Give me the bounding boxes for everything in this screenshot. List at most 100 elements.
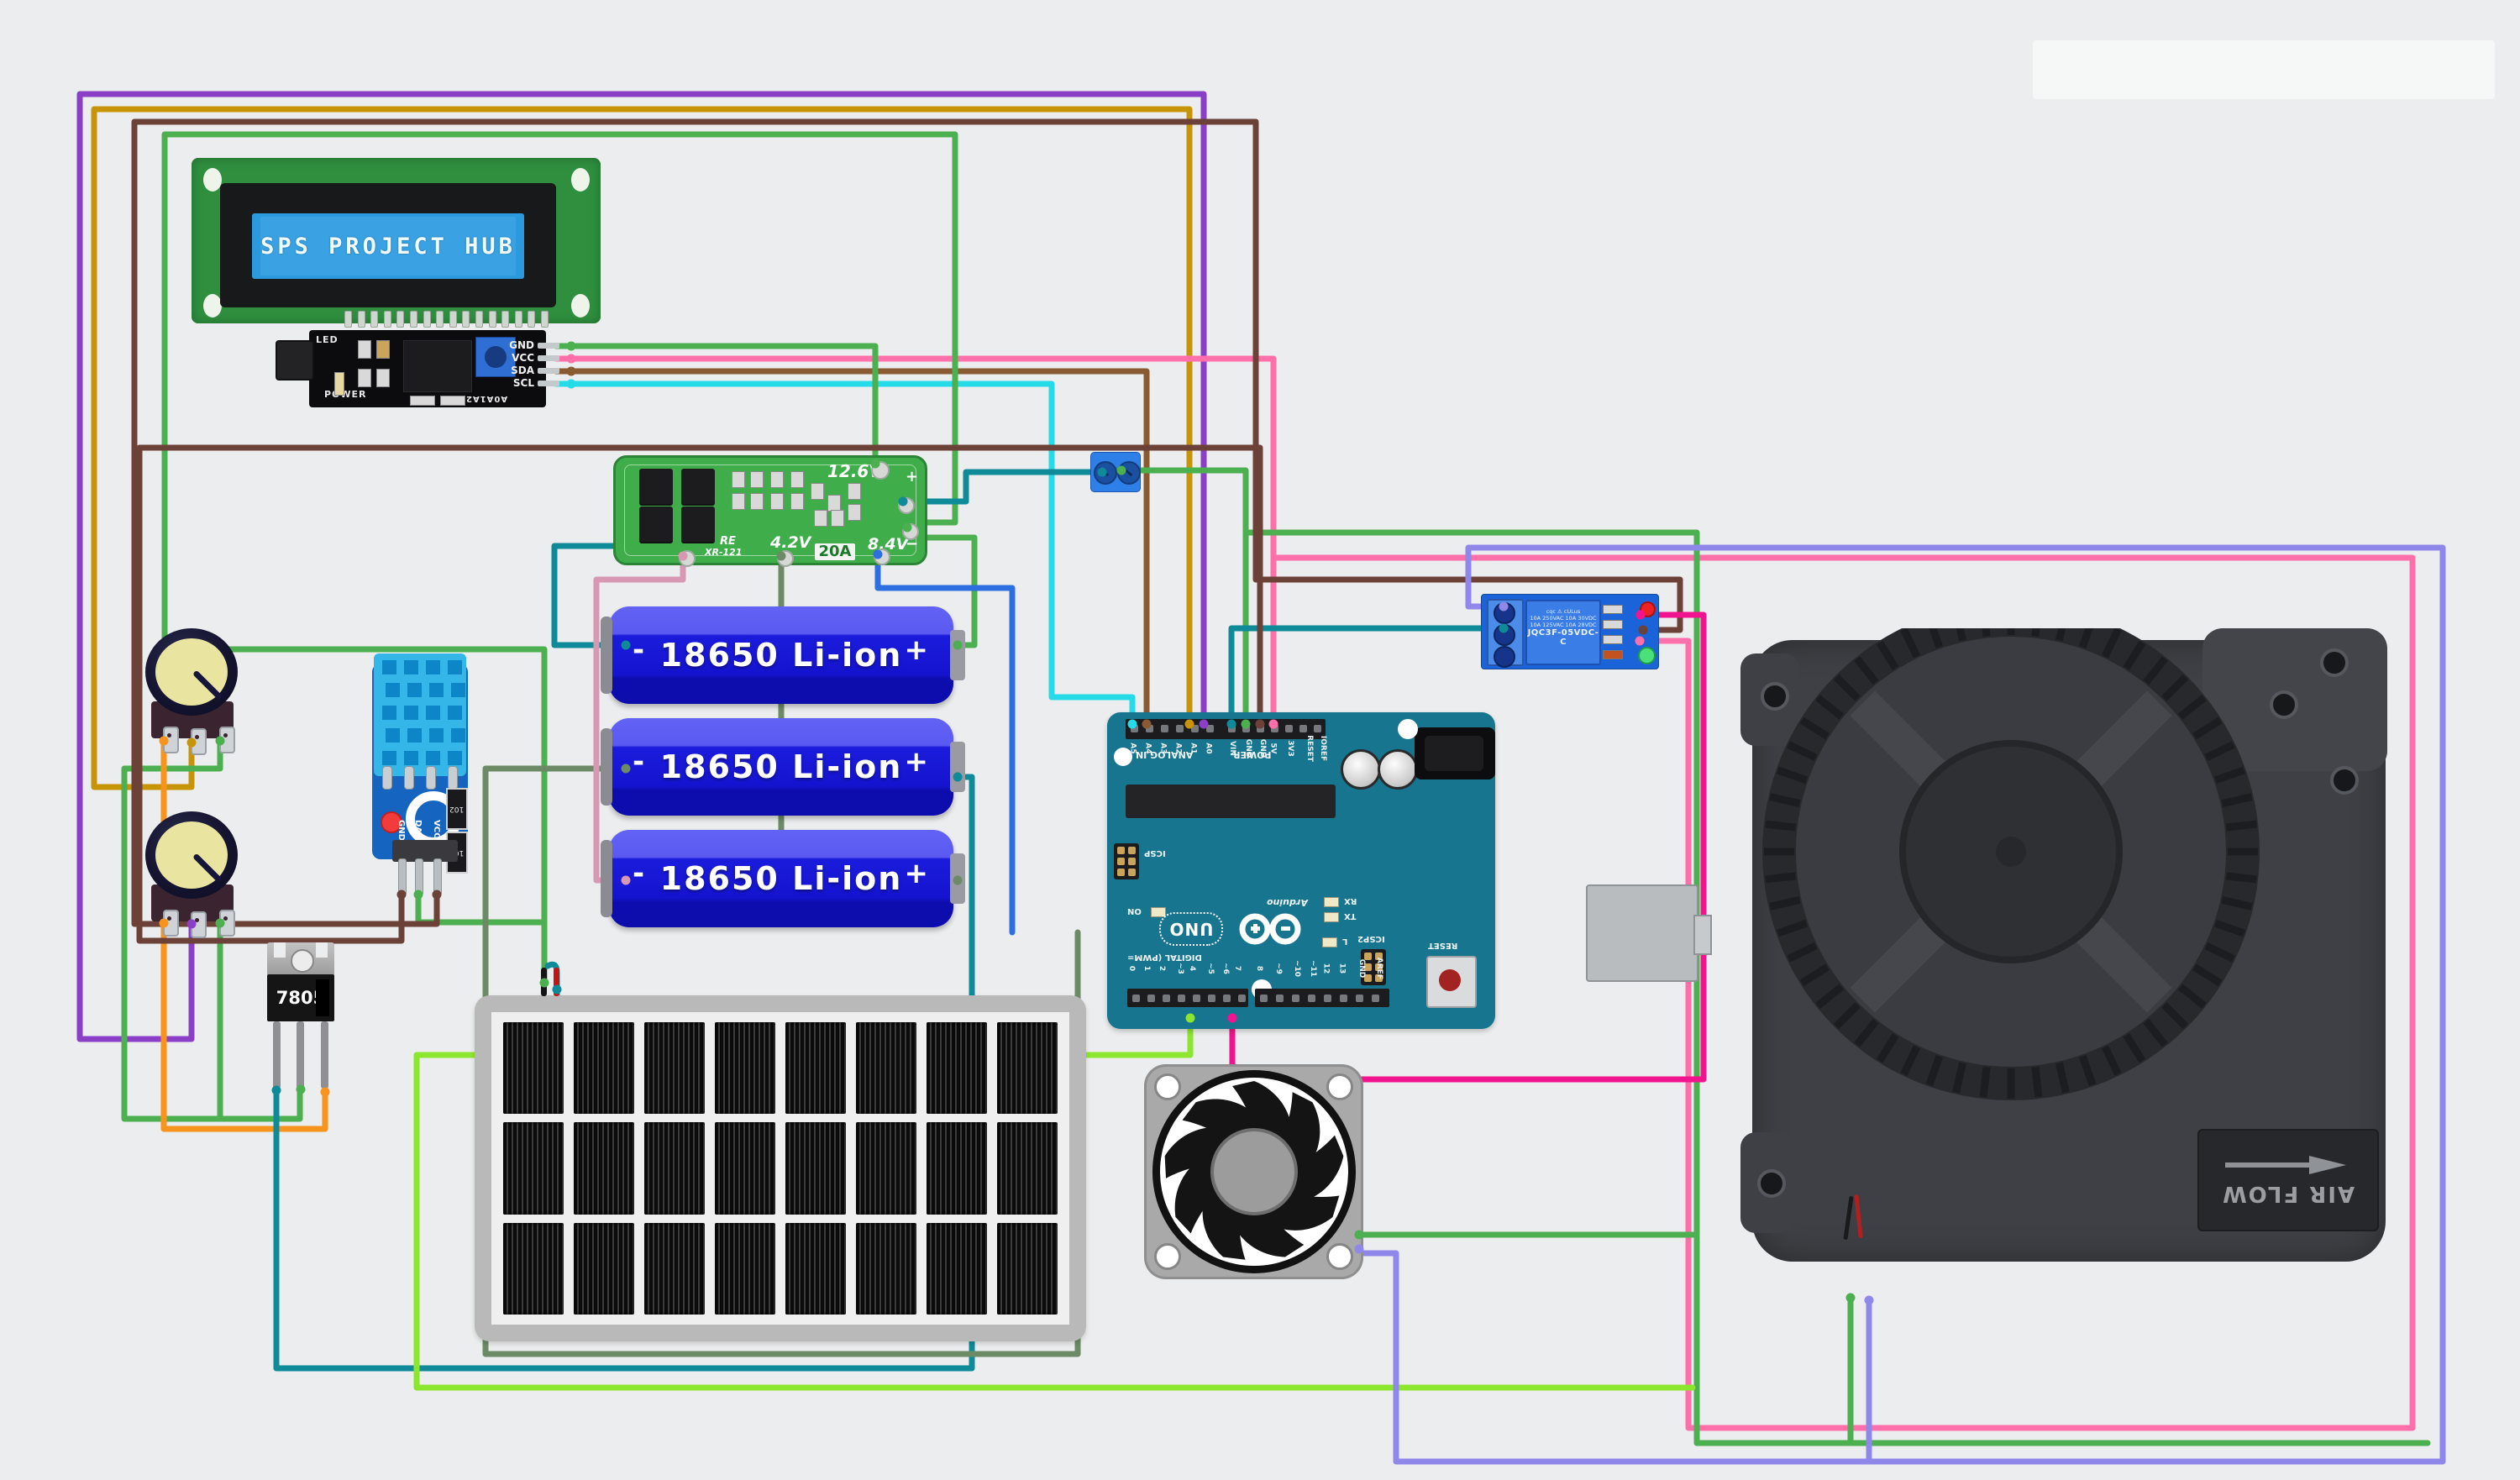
tx-label: TX xyxy=(1344,911,1357,921)
header-pin[interactable] xyxy=(1257,725,1264,732)
blower-fin xyxy=(1769,793,1801,807)
blower-spoke xyxy=(1850,690,1959,800)
header-pin[interactable] xyxy=(1260,995,1268,1002)
wire-bms-to-terminal-teal[interactable] xyxy=(900,469,1105,505)
terminal-screw[interactable] xyxy=(1094,461,1117,485)
header-pin[interactable] xyxy=(1299,725,1307,732)
contrast-trimpot[interactable] xyxy=(475,337,516,377)
pot-knob[interactable] xyxy=(145,628,238,716)
blower-fin xyxy=(1876,640,1899,670)
header-pin[interactable] xyxy=(1206,725,1214,732)
digital-header-right[interactable] xyxy=(1255,989,1389,1007)
dht11-sensor-module[interactable]: 102 102 GND DAT VCC xyxy=(372,653,468,895)
dc-power-jack[interactable] xyxy=(1415,727,1495,779)
digital-header-left[interactable] xyxy=(1127,989,1248,1007)
icsp2-header[interactable] xyxy=(1361,949,1386,985)
icsp-header[interactable] xyxy=(1114,843,1139,879)
solar-panel[interactable] xyxy=(475,995,1086,1341)
lcd-16x2-module[interactable]: SPS PROJECT HUB xyxy=(192,158,601,328)
blower-fan[interactable]: AIR FLOW xyxy=(1740,628,2387,1262)
header-pin[interactable] xyxy=(1271,725,1278,732)
battery-minus: - xyxy=(633,745,645,779)
background-highlight xyxy=(2033,40,2495,99)
screw-terminal-block[interactable] xyxy=(1090,452,1141,492)
cooling-fan-small[interactable] xyxy=(1144,1064,1363,1279)
header-pin[interactable] xyxy=(1178,995,1185,1002)
battery-18650-3[interactable]: - 18650 Li-ion + xyxy=(601,830,965,927)
header-pin[interactable] xyxy=(1308,995,1315,1002)
header-pin[interactable] xyxy=(1161,725,1168,732)
wire-dht-dat-green[interactable] xyxy=(415,891,548,926)
header-pin[interactable] xyxy=(1228,725,1236,732)
header-pin[interactable] xyxy=(1163,995,1170,1002)
blower-fin xyxy=(2101,1045,2122,1076)
pot-knob[interactable] xyxy=(145,811,238,899)
dht-sensor-cell xyxy=(382,706,396,720)
solar-cell xyxy=(644,1122,705,1215)
relay-screw-com[interactable] xyxy=(1494,624,1515,646)
analog-header[interactable] xyxy=(1126,719,1228,739)
i2c-pin[interactable] xyxy=(538,355,559,361)
battery-18650-2[interactable]: - 18650 Li-ion + xyxy=(601,718,965,816)
blower-fin xyxy=(1787,741,1818,762)
header-pin[interactable] xyxy=(1276,995,1284,1002)
dht-sensor-cell xyxy=(404,660,418,674)
header-pin[interactable] xyxy=(1191,725,1199,732)
lcd-pin xyxy=(383,311,391,328)
blower-fin xyxy=(2204,741,2235,762)
on-led xyxy=(1151,907,1166,917)
blower-fin xyxy=(1876,1033,1899,1063)
header-pin[interactable] xyxy=(1340,995,1347,1002)
header-pin[interactable] xyxy=(1372,995,1379,1002)
dht-sensor-cell xyxy=(448,660,462,674)
header-pin[interactable] xyxy=(1285,725,1293,732)
arduino-uno-board[interactable]: ANALOG IN POWER ICSP ON RX TX L UNO Ardu… xyxy=(1107,712,1712,1029)
header-pin[interactable] xyxy=(1324,995,1331,1002)
capacitor xyxy=(1378,749,1418,790)
i2c-pin[interactable] xyxy=(538,343,559,349)
battery-plus: + xyxy=(904,745,929,779)
wire-terminal-to-arduino-gnd[interactable] xyxy=(1118,467,1249,727)
blower-fin xyxy=(1979,1066,1991,1098)
relay-terminal-block[interactable] xyxy=(1487,599,1524,668)
bms-3s-board[interactable]: 12.6V RE XR-121 4.2V 20A 8.4V + − xyxy=(613,455,927,567)
dht-leg xyxy=(398,858,407,895)
dht-dat-label: DAT xyxy=(413,820,423,839)
header-pin[interactable] xyxy=(1176,725,1184,732)
lcd-pin xyxy=(475,311,483,328)
header-pin[interactable] xyxy=(1193,995,1200,1002)
header-pin[interactable] xyxy=(1223,995,1231,1002)
relay-screw-nc[interactable] xyxy=(1494,646,1515,668)
battery-neg-cap xyxy=(601,617,612,694)
wire-lcd-gnd-to-bms[interactable] xyxy=(553,343,879,467)
header-pin[interactable] xyxy=(1146,725,1153,732)
header-pin[interactable] xyxy=(1132,995,1140,1002)
wire-vin-to-relay-teal[interactable] xyxy=(1228,625,1509,727)
lcd-mount-hole xyxy=(203,294,222,318)
header-pin[interactable] xyxy=(1147,995,1155,1002)
dht-sensor-cell xyxy=(429,683,444,697)
solar-lead-positive xyxy=(554,968,559,996)
fan-mount-hole xyxy=(1326,1243,1353,1270)
header-pin[interactable] xyxy=(1131,725,1138,732)
reset-button[interactable] xyxy=(1426,956,1477,1008)
relay-module[interactable]: cqc ⚠ cULus 10A 250VAC 10A 30VDC 10A 125… xyxy=(1481,594,1659,669)
header-pin[interactable] xyxy=(1242,725,1250,732)
relay-screw-no[interactable] xyxy=(1494,602,1515,624)
i2c-pin[interactable] xyxy=(538,380,559,386)
header-pin[interactable] xyxy=(1314,725,1321,732)
header-pin[interactable] xyxy=(1356,995,1363,1002)
header-pin[interactable] xyxy=(1238,995,1246,1002)
solar-cell xyxy=(856,1122,916,1215)
header-pin[interactable] xyxy=(1208,995,1215,1002)
header-pin[interactable] xyxy=(1292,995,1299,1002)
arduino-brand-label: Arduino xyxy=(1267,897,1308,908)
usb-connector[interactable] xyxy=(1586,884,1712,982)
blower-fin xyxy=(2123,640,2146,670)
terminal-screw[interactable] xyxy=(1117,461,1141,485)
bms-smd-chip xyxy=(732,471,745,488)
jumper-cap[interactable] xyxy=(276,340,314,380)
battery-18650-1[interactable]: - 18650 Li-ion + xyxy=(601,606,965,704)
i2c-pin[interactable] xyxy=(538,368,559,374)
